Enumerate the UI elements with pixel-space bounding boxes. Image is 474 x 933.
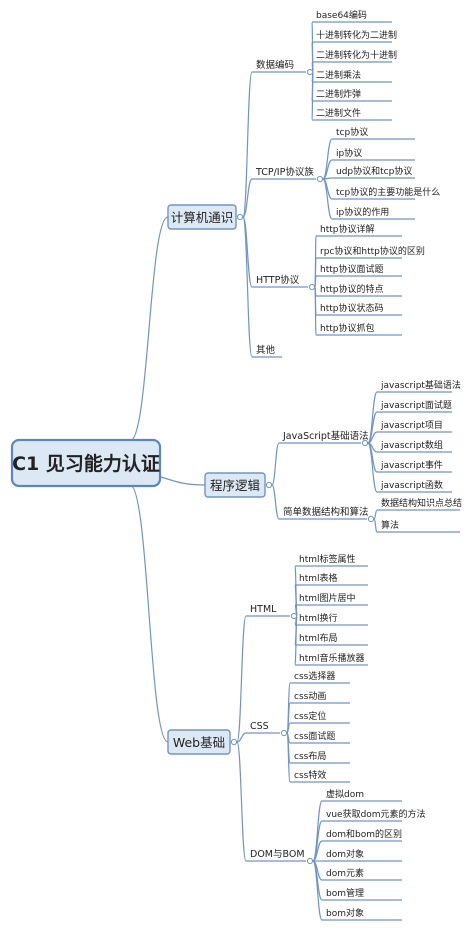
connector-line bbox=[236, 741, 247, 862]
leaf-label: css定位 bbox=[294, 710, 326, 722]
leaf-label: html换行 bbox=[299, 612, 338, 624]
leaf-label: css布局 bbox=[294, 750, 326, 762]
branch-node[interactable] bbox=[167, 204, 237, 230]
leaf-label: css动画 bbox=[294, 691, 326, 702]
leaf-label: html标签属性 bbox=[299, 553, 356, 565]
group-label: DOM与BOM bbox=[250, 849, 305, 860]
collapse-handle[interactable] bbox=[265, 481, 273, 489]
connector-line bbox=[367, 391, 378, 444]
branch-node[interactable] bbox=[204, 472, 266, 498]
connector-line bbox=[242, 71, 253, 218]
connector-line bbox=[129, 484, 169, 743]
group-label: JavaScript基础语法 bbox=[282, 430, 369, 442]
connector-line bbox=[271, 442, 280, 486]
root-title: C1 见习能力认证 bbox=[12, 452, 160, 475]
leaf-label: html表格 bbox=[299, 572, 338, 584]
leaf-label: javascript项目 bbox=[380, 420, 443, 431]
group-label: 其他 bbox=[256, 344, 276, 356]
collapse-handle[interactable] bbox=[367, 515, 375, 523]
leaf-label: css特效 bbox=[294, 769, 326, 781]
collapse-handle[interactable] bbox=[316, 175, 324, 183]
connector-line bbox=[236, 732, 247, 743]
leaf-label: 算法 bbox=[381, 519, 399, 531]
collapse-handle[interactable] bbox=[308, 283, 316, 291]
branch-node[interactable] bbox=[167, 729, 231, 755]
leaf-label: tcp协议 bbox=[336, 126, 368, 138]
connector-line bbox=[236, 615, 247, 743]
leaf-label: http协议详解 bbox=[320, 223, 374, 235]
leaf-label: 虚拟dom bbox=[326, 788, 364, 800]
leaf-label: javascript基础语法 bbox=[380, 379, 461, 391]
leaf-label: javascript面试题 bbox=[380, 399, 452, 411]
connector-line bbox=[242, 178, 253, 218]
mind-map-nodes: C1 见习能力认证 计算机通识 数据编码 base64编码十进制转化为二进制二进制转化… bbox=[10, 9, 462, 919]
leaf-label: tcp协议的主要功能是什么 bbox=[336, 186, 440, 198]
leaf-label: bom对象 bbox=[326, 907, 364, 919]
group-label: HTTP协议 bbox=[256, 274, 300, 286]
branch-label: Web基础 bbox=[173, 735, 225, 750]
connector-line bbox=[129, 216, 169, 442]
leaf-label: css选择器 bbox=[294, 670, 335, 682]
connector-line bbox=[373, 518, 378, 533]
collapse-handle[interactable] bbox=[306, 68, 314, 76]
leaf-label: 二进制文件 bbox=[316, 107, 361, 119]
collapse-handle[interactable] bbox=[306, 857, 314, 865]
leaf-label: dom对象 bbox=[326, 848, 364, 860]
group-label: CSS bbox=[250, 721, 269, 732]
connector-line bbox=[314, 286, 317, 336]
connector-line bbox=[286, 732, 291, 783]
collapse-handle[interactable] bbox=[290, 612, 298, 620]
group-label: 简单数据结构和算法 bbox=[283, 506, 369, 518]
collapse-handle[interactable] bbox=[236, 213, 244, 221]
leaf-label: http协议状态码 bbox=[320, 302, 383, 314]
group-label: HTML bbox=[250, 604, 277, 615]
leaf-label: javascript函数 bbox=[380, 479, 443, 491]
leaf-label: html音乐播放器 bbox=[299, 652, 365, 664]
leaf-label: ip协议 bbox=[336, 147, 362, 159]
connector-line bbox=[322, 178, 333, 220]
leaf-label: ip协议的作用 bbox=[336, 206, 389, 218]
leaf-label: bom管理 bbox=[326, 887, 364, 899]
root-node[interactable] bbox=[10, 438, 162, 488]
connector-line bbox=[367, 442, 378, 493]
connector-line bbox=[373, 509, 378, 520]
leaf-label: dom和bom的区别 bbox=[326, 828, 402, 840]
leaf-label: http协议面试题 bbox=[320, 263, 383, 275]
group-label: TCP/IP协议族 bbox=[255, 166, 314, 178]
connector-line bbox=[311, 71, 314, 121]
leaf-label: vue获取dom元素的方法 bbox=[326, 808, 426, 820]
group-label: 数据编码 bbox=[256, 59, 294, 71]
leaf-label: 十进制转化为二进制 bbox=[316, 29, 397, 41]
leaf-label: udp协议和tcp协议 bbox=[336, 165, 412, 177]
connector-line bbox=[271, 484, 280, 520]
branch-label: 计算机通识 bbox=[171, 210, 234, 225]
collapse-handle[interactable] bbox=[361, 439, 369, 447]
leaf-label: html图片居中 bbox=[299, 592, 356, 604]
leaf-label: 二进制转化为十进制 bbox=[316, 49, 397, 61]
leaf-label: http协议的特点 bbox=[320, 283, 383, 295]
collapse-handle[interactable] bbox=[280, 729, 288, 737]
leaf-label: http协议抓包 bbox=[320, 322, 374, 334]
leaf-label: css面试题 bbox=[294, 730, 335, 742]
connector-line bbox=[322, 138, 333, 180]
leaf-label: javascript事件 bbox=[380, 459, 443, 471]
leaf-label: 数据结构知识点总结 bbox=[381, 497, 462, 509]
connector-lines bbox=[129, 21, 460, 921]
connector-line bbox=[294, 615, 298, 666]
connector-line bbox=[312, 860, 323, 921]
connector-line bbox=[242, 216, 253, 358]
leaf-label: dom元素 bbox=[326, 867, 364, 879]
leaf-label: rpc协议和http协议的区别 bbox=[320, 245, 425, 257]
collapse-handle[interactable] bbox=[230, 738, 238, 746]
leaf-label: 二进制炸弹 bbox=[316, 88, 361, 100]
leaf-label: javascript数组 bbox=[380, 439, 443, 451]
leaf-label: 二进制乘法 bbox=[316, 69, 361, 81]
branch-label: 程序逻辑 bbox=[210, 478, 260, 493]
leaf-label: html布局 bbox=[299, 632, 338, 644]
leaf-label: base64编码 bbox=[316, 9, 367, 21]
